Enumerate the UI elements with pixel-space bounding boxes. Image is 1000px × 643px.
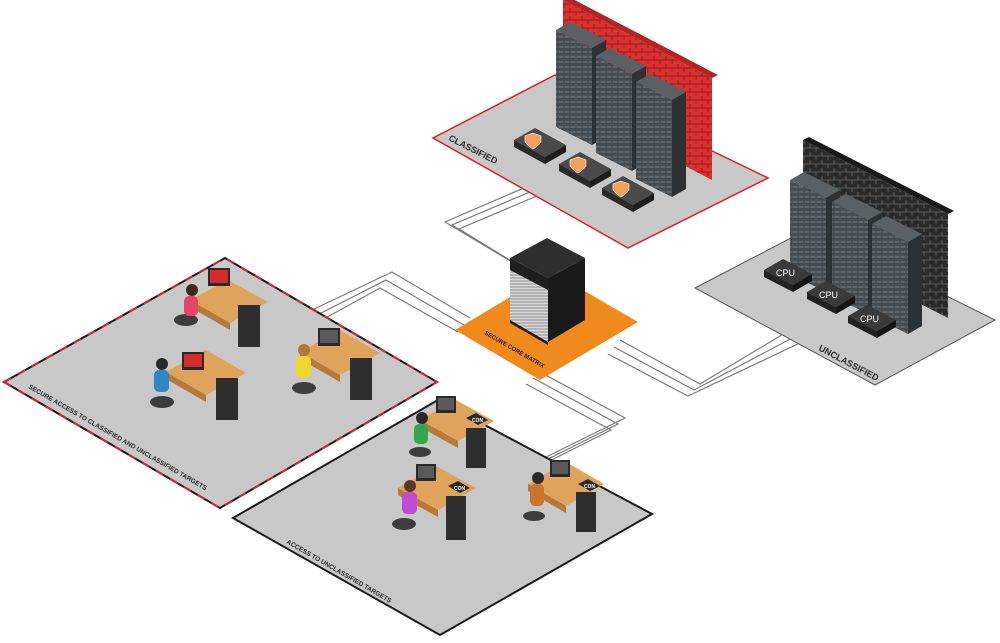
office-chair-icon [409,447,431,457]
drawer-unit [350,358,372,400]
shield-icon [612,180,630,198]
con-device: CON [466,413,488,425]
office-chair-icon [523,511,545,521]
cpu-label: CPU [776,268,795,278]
user-icon [404,480,416,492]
drawer-unit [238,305,260,347]
drawer-unit [466,428,486,468]
cpu-label: CPU [819,290,838,300]
server-rack-icon [872,216,922,334]
secure-kvm-unit [559,152,611,188]
unclassified-access-platform [230,398,655,637]
unclassified-racks [790,172,922,334]
user-icon [186,284,198,296]
user-icon [298,344,310,356]
secure-access-border-dashes [1,256,439,510]
server-rack-icon [790,172,840,292]
workstation [174,268,268,347]
secure-kvm-unit [514,128,566,164]
shield-icon [569,156,587,174]
matrix-switch-icon [510,238,585,345]
workstation: CON [392,464,476,540]
workstation: CON [409,396,494,468]
classified-racks [556,22,686,197]
workstation: CON [523,460,604,532]
cable-bundles [269,167,803,473]
workstation [150,350,246,420]
user-icon [156,358,168,370]
secure-kvm-unit [602,176,654,212]
server-rack-icon [832,194,882,314]
office-chair-icon [150,396,174,408]
drawer-unit [216,378,238,420]
workstation [292,328,380,400]
con-device: CON [448,481,470,493]
con-label: CON [454,486,466,492]
con-label: CON [584,484,596,490]
unclassified-zone: UNCLASSIFIED CPU [693,137,997,386]
user-icon [416,412,428,424]
user-icon [532,472,544,484]
brick-wall-top [803,137,954,214]
drawer-unit [576,492,596,532]
classified-platform [431,74,770,249]
office-chair-icon [392,518,416,530]
classified-zone: CLASSIFIED [431,0,770,249]
unclassified-cpu-devices: CPU CPU CPU [764,259,896,338]
office-chair-icon [292,382,316,394]
cpu-device: CPU [807,281,855,314]
server-rack-icon [636,74,686,197]
brick-wall-top [563,0,718,78]
con-label: CON [472,418,484,424]
drawer-unit [446,496,466,540]
cpu-device: CPU [764,259,812,292]
cpu-device: CPU [848,305,896,338]
con-device: CON [578,479,600,491]
secure-core-matrix: SECURE CORE MATRIX [455,238,638,380]
shield-icon [524,132,542,150]
classified-devices [514,128,654,212]
office-chair-icon [174,314,198,326]
cpu-label: CPU [860,314,879,324]
